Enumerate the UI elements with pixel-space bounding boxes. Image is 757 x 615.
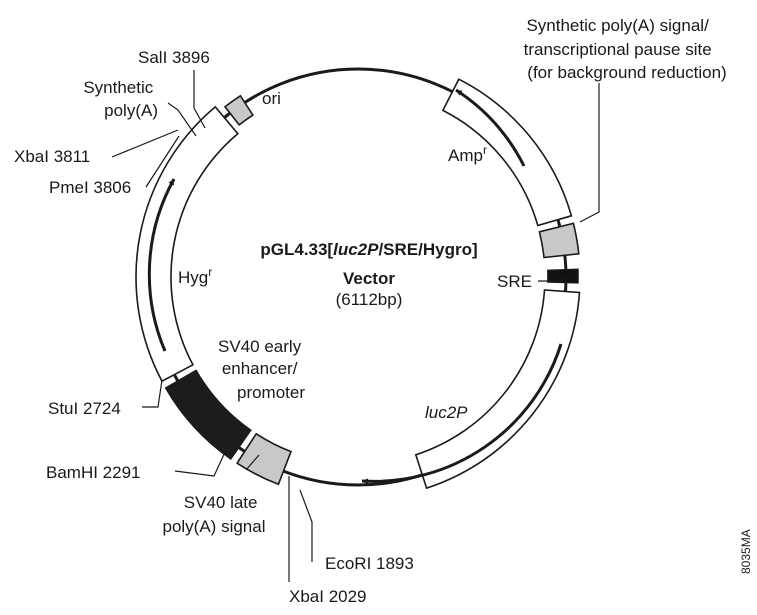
luc2p-label: luc2P	[425, 403, 468, 422]
sv40-late-box	[235, 432, 293, 486]
vector-title: pGL4.33[luc2P/SRE/Hygro]	[260, 240, 477, 259]
synthetic-polya-box	[223, 94, 255, 127]
leader-sali	[193, 70, 206, 129]
amp-direction-arrow	[455, 88, 526, 167]
leader-pmei	[145, 135, 180, 188]
luc2p-direction-arrow	[361, 343, 563, 485]
sre-box	[547, 268, 579, 284]
sv40-early-box	[164, 369, 252, 461]
leader-synthetic-polya	[167, 102, 197, 137]
vector-size: (6112bp)	[336, 290, 403, 309]
site-bamhi-label: BamHI 2291	[46, 463, 141, 482]
synthetic-polya-label: Synthetic poly(A)	[83, 78, 158, 120]
site-xbai-bottom-label: XbaI 2029	[289, 587, 367, 606]
leader-sre	[538, 277, 568, 282]
amp-label: Ampr	[448, 143, 487, 165]
hyg-direction-arrow	[147, 178, 176, 352]
leader-synthetic-polya-pause	[579, 83, 600, 223]
synthetic-polya-pause-box	[538, 222, 580, 259]
leader-ecori	[299, 489, 313, 562]
site-pmei-label: PmeI 3806	[49, 178, 131, 197]
hyg-label: Hygr	[178, 265, 212, 287]
luc2p-band	[414, 289, 581, 490]
hyg-band	[135, 105, 239, 383]
synthetic-polya-pause-label: Synthetic poly(A) signal/ transcriptiona…	[524, 16, 727, 82]
leader-bamhi	[174, 449, 227, 477]
site-xbai-top-label: XbaI 3811	[14, 147, 90, 166]
sv40-early-label: SV40 early enhancer/ promoter	[218, 337, 306, 402]
ori-label: ori	[262, 89, 281, 108]
sre-label: SRE	[497, 272, 532, 291]
leader-xbai-top	[111, 129, 179, 158]
site-stui-label: StuI 2724	[48, 399, 121, 418]
site-sali-label: SalI 3896	[138, 48, 210, 67]
amp-band	[441, 78, 573, 227]
leader-stui	[142, 379, 163, 408]
figure-code: 8035MA	[739, 529, 753, 574]
leader-sv40-late	[245, 454, 260, 471]
sv40-late-label: SV40 late poly(A) signal	[163, 493, 266, 536]
site-ecori-label: EcoRI 1893	[325, 554, 414, 573]
vector-title-line2: Vector	[343, 269, 395, 288]
